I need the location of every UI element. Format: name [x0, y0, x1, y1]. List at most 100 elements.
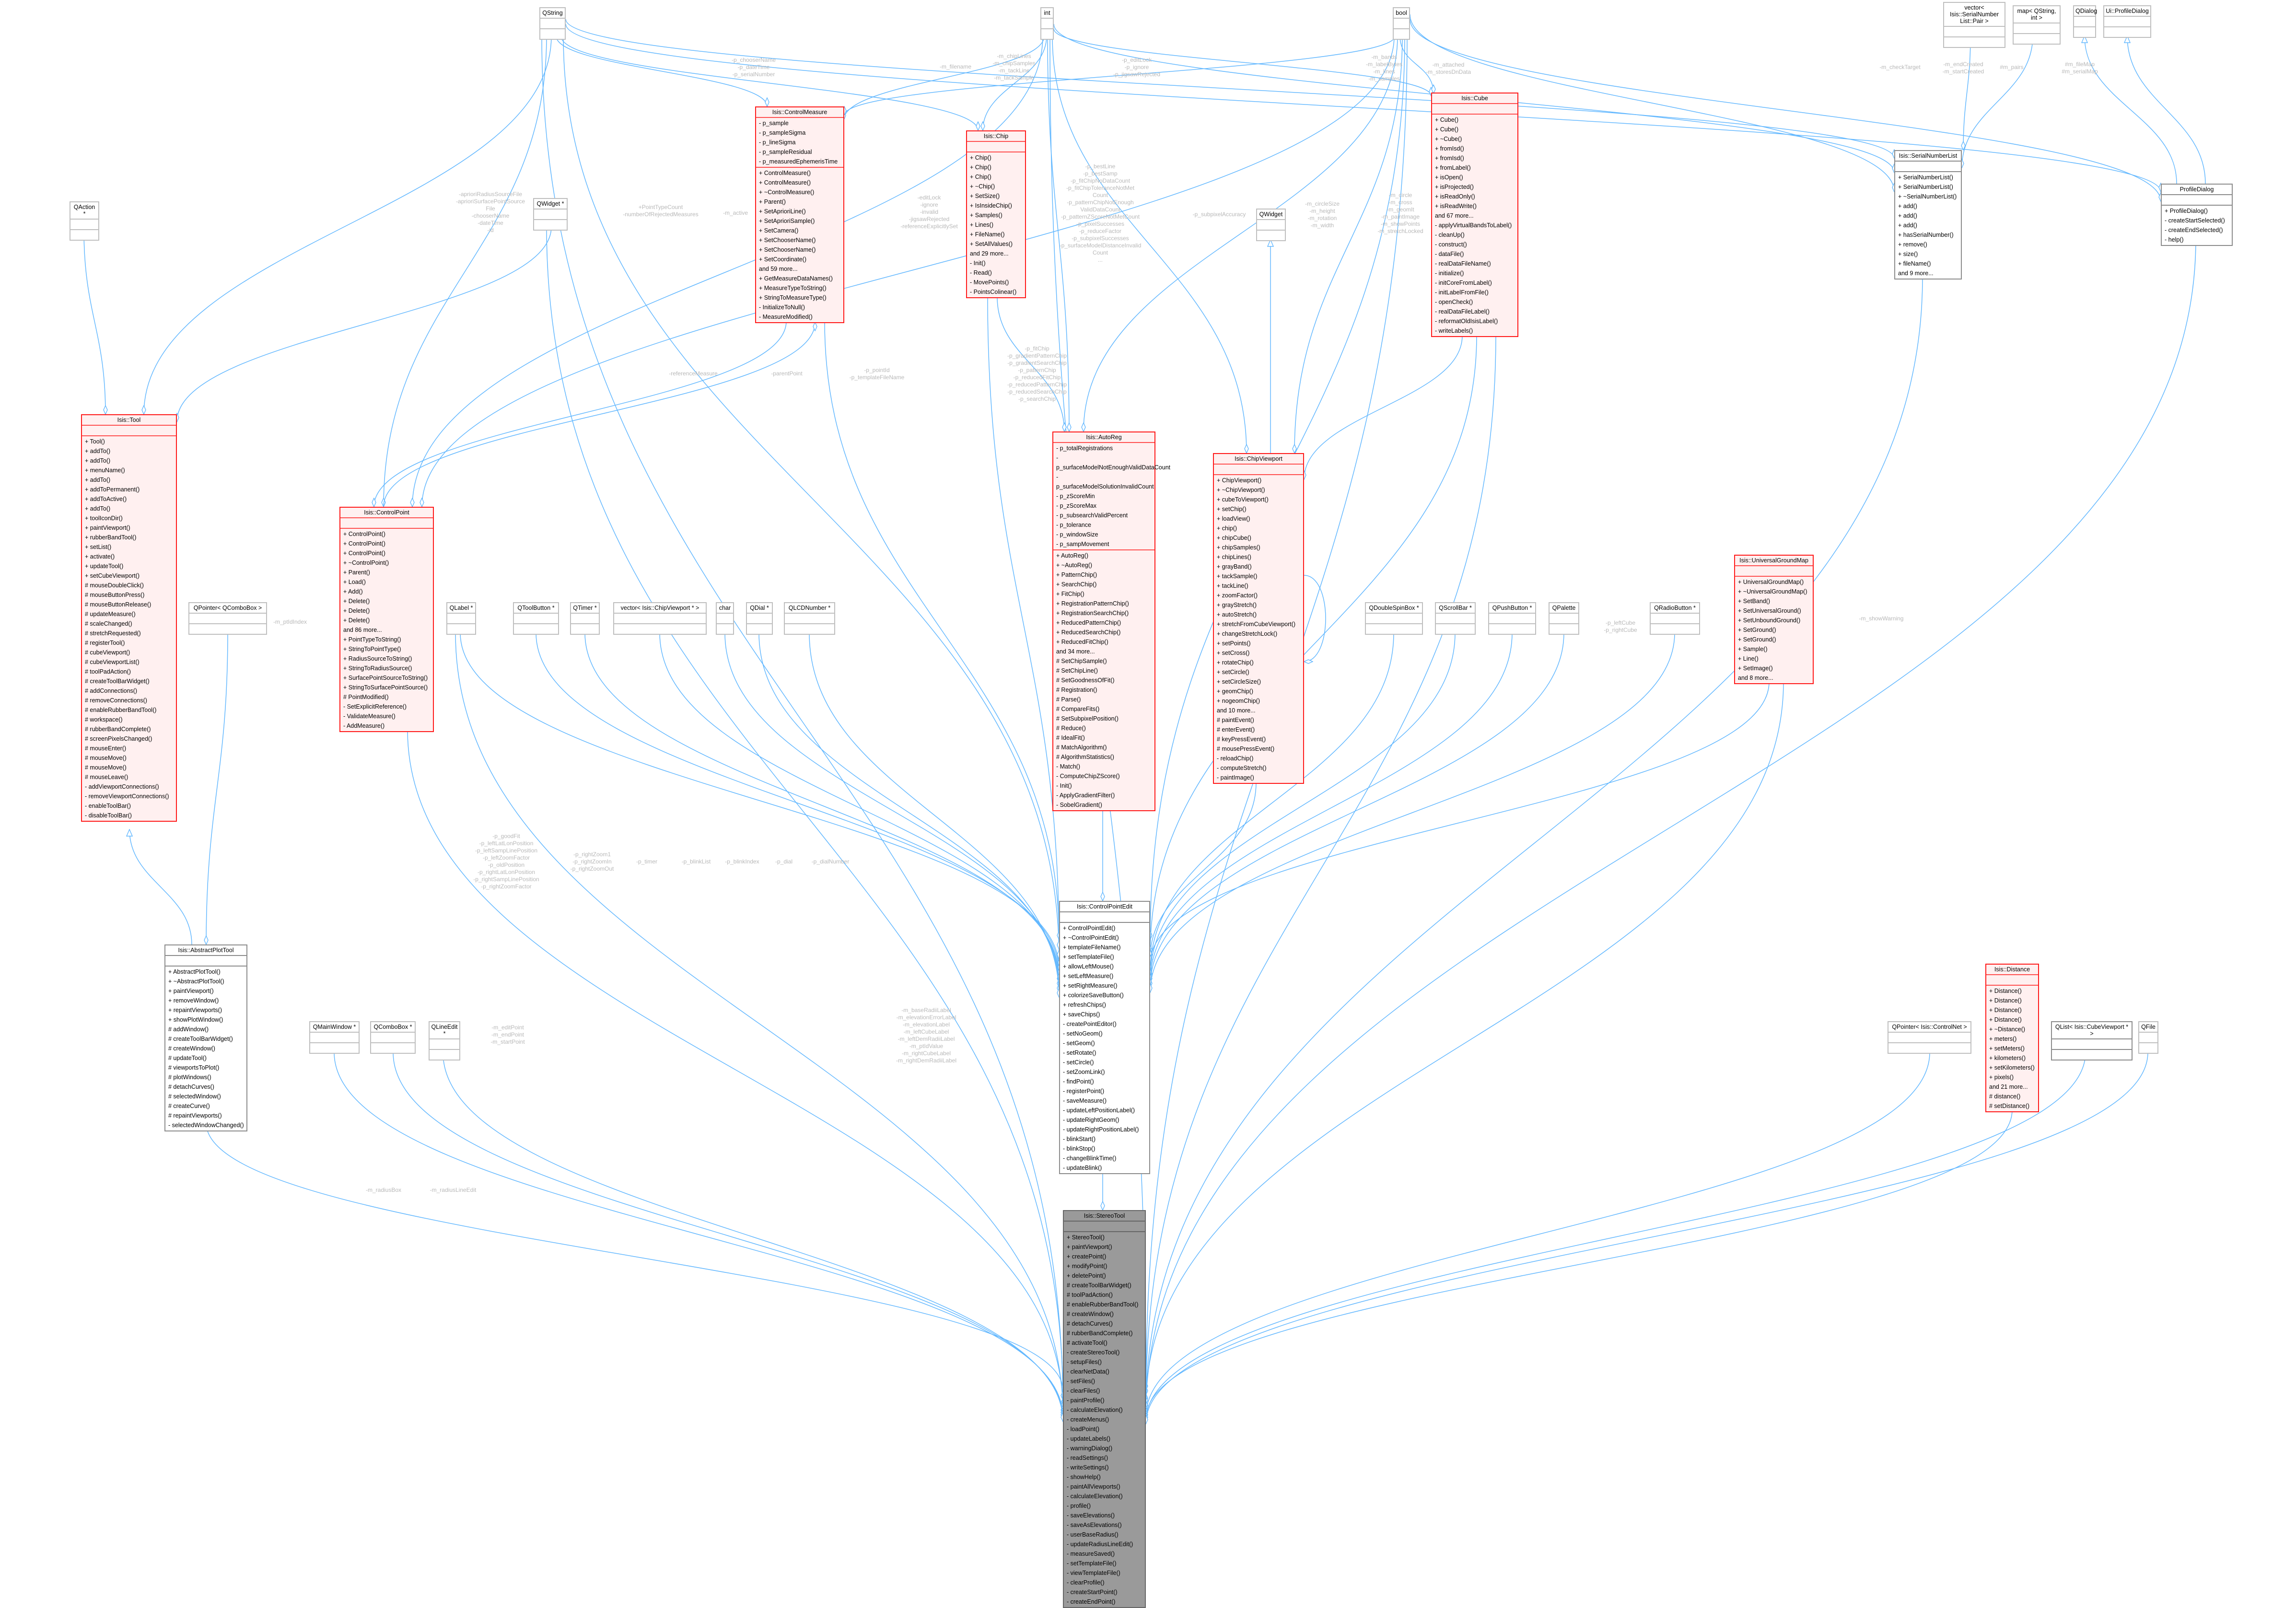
class-attribute[interactable]: - p_sample: [759, 120, 789, 127]
class-method[interactable]: + ~Cube(): [1435, 136, 1462, 142]
class-method[interactable]: # rubberBandComplete(): [85, 726, 151, 733]
class-method[interactable]: # IdealFit(): [1056, 734, 1085, 741]
class-method[interactable]: + isReadWrite(): [1435, 203, 1477, 210]
class-method[interactable]: + chipCube(): [1217, 535, 1251, 541]
class-method[interactable]: + size(): [1898, 251, 1918, 257]
class-method[interactable]: + chip(): [1217, 525, 1237, 532]
class-method[interactable]: - profile(): [1067, 1503, 1091, 1509]
class-method[interactable]: + fromIsd(): [1435, 145, 1464, 152]
class-method[interactable]: + setList(): [85, 544, 112, 550]
class-method[interactable]: + IsInsideChip(): [970, 202, 1012, 209]
class-qpalette[interactable]: QPalette: [1549, 602, 1579, 635]
class-method[interactable]: - initLabelFromFile(): [1435, 289, 1489, 296]
class-method[interactable]: + FileName(): [970, 231, 1005, 238]
class-method[interactable]: + addTo(): [85, 448, 111, 454]
class-method[interactable]: # paintEvent(): [1217, 717, 1254, 723]
class-qdoublespinbox-ptr[interactable]: QDoubleSpinBox *: [1365, 602, 1423, 635]
class-method[interactable]: - setFiles(): [1067, 1378, 1096, 1385]
class-method[interactable]: + rotateChip(): [1217, 659, 1254, 666]
class-method[interactable]: # MatchAlgorithm(): [1056, 744, 1107, 751]
class-method[interactable]: + SetChooserName(): [759, 246, 816, 253]
class-method[interactable]: + Chip(): [970, 164, 991, 171]
class-method[interactable]: + toolIconDir(): [85, 515, 123, 522]
class-method[interactable]: + addTo(): [85, 505, 111, 512]
class-method[interactable]: - blinkStop(): [1063, 1145, 1096, 1152]
class-abstractplottool[interactable]: Isis::AbstractPlotTool+ AbstractPlotTool…: [164, 944, 247, 1131]
class-attribute[interactable]: - p_sampMovement: [1056, 541, 1109, 548]
class-method[interactable]: # cubeViewport(): [85, 649, 130, 656]
class-method[interactable]: # viewportsToPlot(): [168, 1064, 220, 1071]
class-controlpointedit[interactable]: Isis::ControlPointEdit+ ControlPointEdit…: [1059, 901, 1150, 1174]
class-method[interactable]: + Cube(): [1435, 117, 1458, 123]
class-method[interactable]: # Parse(): [1056, 696, 1081, 703]
class-method[interactable]: # screenPixelsChanged(): [85, 735, 152, 742]
class-qaction-ptr[interactable]: QAction *: [70, 201, 99, 241]
class-method[interactable]: # createToolBarWidget(): [1067, 1282, 1131, 1289]
class-method[interactable]: + Distance(): [1989, 997, 2022, 1004]
class-method[interactable]: - realDataFileLabel(): [1435, 308, 1490, 315]
class-method[interactable]: - MeasureModified(): [759, 314, 813, 320]
class-profiledialog[interactable]: ProfileDialog+ ProfileDialog()- createSt…: [2161, 184, 2233, 246]
class-method[interactable]: + pixels(): [1989, 1074, 2014, 1081]
class-method[interactable]: + addTo(): [85, 457, 111, 464]
class-method[interactable]: and 34 more...: [1056, 648, 1095, 655]
class-method[interactable]: + chipLines(): [1217, 554, 1251, 560]
class-qlist-cubeviewport-ptr[interactable]: QList< Isis::CubeViewport * >: [2051, 1021, 2133, 1060]
class-method[interactable]: - calculateElevation(): [1067, 1493, 1123, 1500]
class-method[interactable]: - createStartSelected(): [2165, 217, 2225, 224]
class-method[interactable]: - realDataFileName(): [1435, 260, 1491, 267]
class-method[interactable]: - updateLabels(): [1067, 1435, 1111, 1442]
class-method[interactable]: + geomChip(): [1217, 688, 1254, 695]
class-attribute[interactable]: - p_windowSize: [1056, 531, 1098, 538]
class-method[interactable]: + kilometers(): [1989, 1055, 2026, 1061]
class-method[interactable]: - removeViewportConnections(): [85, 793, 169, 800]
class-method[interactable]: + modifyPoint(): [1067, 1263, 1107, 1270]
class-method[interactable]: - writeLabels(): [1435, 327, 1473, 334]
class-method[interactable]: # createToolBarWidget(): [85, 678, 150, 685]
class-method[interactable]: + FitChip(): [1056, 591, 1084, 597]
class-method[interactable]: + Chip(): [970, 154, 991, 161]
class-method[interactable]: - disableToolBar(): [85, 812, 132, 819]
class-method[interactable]: - readSettings(): [1067, 1455, 1108, 1461]
class-vector-serialnumberlist-pair[interactable]: vector< Isis::SerialNumber List::Pair >: [1943, 2, 2005, 48]
class-method[interactable]: # detachCurves(): [1067, 1320, 1113, 1327]
class-method[interactable]: + ProfileDialog(): [2165, 208, 2208, 214]
class-method[interactable]: + fileName(): [1898, 260, 1931, 267]
class-method[interactable]: # CompareFits(): [1056, 706, 1100, 712]
class-qwidget-ptr[interactable]: QWidget *: [533, 198, 568, 231]
class-method[interactable]: + refreshChips(): [1063, 1002, 1106, 1008]
class-method[interactable]: + Line(): [1738, 655, 1759, 662]
class-method[interactable]: - saveMeasure(): [1063, 1097, 1107, 1104]
class-method[interactable]: # SetChipSample(): [1056, 658, 1107, 664]
class-method[interactable]: + addToActive(): [85, 496, 127, 502]
class-controlmeasure[interactable]: Isis::ControlMeasure- p_sample- p_sample…: [755, 106, 844, 323]
class-method[interactable]: + setCross(): [1217, 650, 1250, 656]
class-serialnumberlist[interactable]: Isis::SerialNumberList+ SerialNumberList…: [1894, 150, 1962, 280]
class-method[interactable]: # detachCurves(): [168, 1084, 214, 1090]
class-method[interactable]: + SetGround(): [1738, 627, 1776, 633]
class-attribute[interactable]: - p_subsearchValidPercent: [1056, 512, 1128, 519]
class-method[interactable]: + repaintViewports(): [168, 1007, 222, 1014]
class-method[interactable]: # addConnections(): [85, 687, 138, 694]
class-method[interactable]: + SetChooserName(): [759, 237, 816, 244]
class-method[interactable]: - calculateElevation(): [1067, 1407, 1123, 1413]
class-method[interactable]: + ControlPoint(): [343, 550, 385, 557]
class-method[interactable]: # mouseButtonPress(): [85, 592, 145, 598]
class-method[interactable]: + Add(): [343, 588, 363, 595]
class-method[interactable]: + setChip(): [1217, 506, 1247, 513]
class-method[interactable]: - AddMeasure(): [343, 722, 385, 729]
class-method[interactable]: - clearFiles(): [1067, 1387, 1100, 1394]
class-method[interactable]: - setGeom(): [1063, 1040, 1095, 1047]
class-controlpoint[interactable]: Isis::ControlPoint+ ControlPoint()+ Cont…: [339, 507, 434, 732]
class-qcombobox-ptr[interactable]: QComboBox *: [370, 1021, 416, 1054]
class-method[interactable]: + removeWindow(): [168, 997, 219, 1004]
class-method[interactable]: # updateTool(): [168, 1055, 207, 1061]
class-method[interactable]: - showHelp(): [1067, 1474, 1101, 1480]
class-method[interactable]: # mouseMove(): [85, 755, 127, 761]
class-method[interactable]: + setKilometers(): [1989, 1064, 2035, 1071]
class-method[interactable]: - paintImage(): [1217, 774, 1254, 781]
class-qpushbutton-ptr[interactable]: QPushButton *: [1488, 602, 1536, 635]
class-method[interactable]: + setRightMeasure(): [1063, 982, 1118, 989]
class-autoreg[interactable]: Isis::AutoReg- p_totalRegistrations- p_s…: [1052, 431, 1170, 811]
class-method[interactable]: # mouseEnter(): [85, 745, 127, 752]
